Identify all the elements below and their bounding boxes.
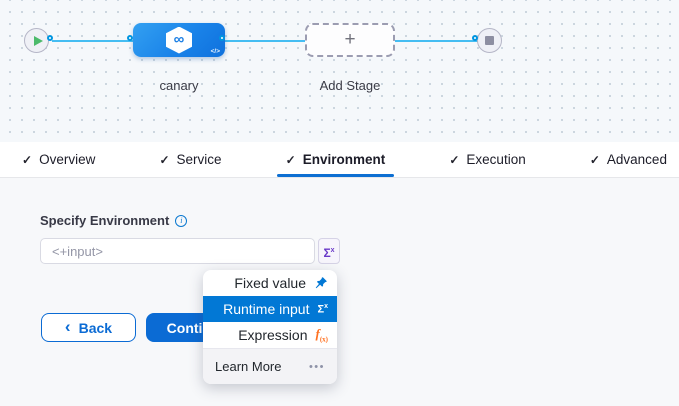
check-icon: ✓ bbox=[285, 152, 296, 167]
stage-node-canary[interactable]: ∞ </> bbox=[133, 23, 225, 57]
tab-label: Execution bbox=[466, 152, 526, 167]
code-icon: </> bbox=[210, 48, 220, 55]
menu-item-expression[interactable]: Expression f(x) bbox=[203, 322, 337, 348]
port-stage-out[interactable] bbox=[219, 35, 225, 41]
play-icon bbox=[33, 35, 43, 46]
tab-label: Service bbox=[176, 152, 222, 167]
tab-label: Overview bbox=[39, 152, 96, 167]
tab-execution[interactable]: ✓ Execution bbox=[449, 142, 525, 177]
environment-tab-panel: Specify Environment i Σx ‹ Back Continue bbox=[0, 178, 679, 406]
menu-item-label: Fixed value bbox=[234, 275, 306, 291]
back-button[interactable]: ‹ Back bbox=[41, 313, 136, 342]
ellipsis-icon: ••• bbox=[308, 360, 325, 373]
chevron-left-icon: ‹ bbox=[64, 317, 71, 336]
tab-label: Environment bbox=[302, 152, 386, 167]
add-stage-button[interactable]: + bbox=[305, 23, 395, 57]
plus-icon: + bbox=[344, 28, 356, 50]
pin-icon bbox=[315, 277, 327, 289]
value-type-menu: Fixed value Runtime input Σx Expression … bbox=[203, 270, 337, 384]
learn-more-row[interactable]: Learn More ••• bbox=[203, 348, 337, 384]
learn-more-label: Learn More bbox=[215, 359, 282, 374]
specify-environment-label: Specify Environment bbox=[40, 213, 170, 228]
menu-item-fixed-value[interactable]: Fixed value bbox=[203, 270, 337, 296]
menu-item-runtime-input[interactable]: Runtime input Σx bbox=[203, 296, 337, 322]
cd-stage-icon: ∞ bbox=[166, 26, 192, 54]
tab-label: Advanced bbox=[606, 152, 667, 167]
tab-advanced[interactable]: ✓ Advanced bbox=[590, 142, 667, 177]
port-stage-in[interactable] bbox=[127, 35, 133, 41]
specify-environment-row: Specify Environment i bbox=[40, 213, 188, 228]
port-start-out[interactable] bbox=[47, 35, 53, 41]
menu-item-label: Expression bbox=[238, 327, 308, 343]
stage-tabbar: ✓ Overview ✓ Service ✓ Environment ✓ Exe… bbox=[0, 142, 679, 178]
add-stage-label: Add Stage bbox=[319, 78, 381, 93]
tab-overview[interactable]: ✓ Overview bbox=[22, 142, 95, 177]
pipeline-end-node[interactable] bbox=[477, 28, 502, 53]
check-icon: ✓ bbox=[159, 152, 170, 167]
edge-stage-to-addstage bbox=[225, 40, 306, 42]
environment-input-group: Σx bbox=[40, 238, 340, 264]
check-icon: ✓ bbox=[449, 152, 460, 167]
pipeline-start-node[interactable] bbox=[24, 28, 49, 53]
value-type-selector-button[interactable]: Σx bbox=[318, 238, 340, 264]
edge-start-to-stage bbox=[52, 40, 133, 42]
stop-icon bbox=[485, 36, 494, 45]
port-end-in[interactable] bbox=[472, 35, 478, 41]
edge-addstage-to-end bbox=[394, 40, 478, 42]
runtime-input-icon: Σx bbox=[317, 302, 328, 316]
stage-name-label: canary bbox=[159, 78, 199, 93]
runtime-input-icon: Σx bbox=[323, 246, 335, 260]
pipeline-canvas[interactable]: ∞ </> + canary Add Stage bbox=[0, 0, 679, 142]
info-icon[interactable]: i bbox=[175, 214, 188, 227]
check-icon: ✓ bbox=[22, 152, 33, 167]
back-label: Back bbox=[78, 319, 113, 336]
tab-service[interactable]: ✓ Service bbox=[159, 142, 221, 177]
tab-environment[interactable]: ✓ Environment bbox=[276, 142, 394, 177]
menu-item-label: Runtime input bbox=[223, 301, 310, 317]
expression-fx-icon: f(x) bbox=[315, 326, 328, 344]
environment-input[interactable] bbox=[40, 238, 315, 264]
check-icon: ✓ bbox=[589, 152, 600, 167]
